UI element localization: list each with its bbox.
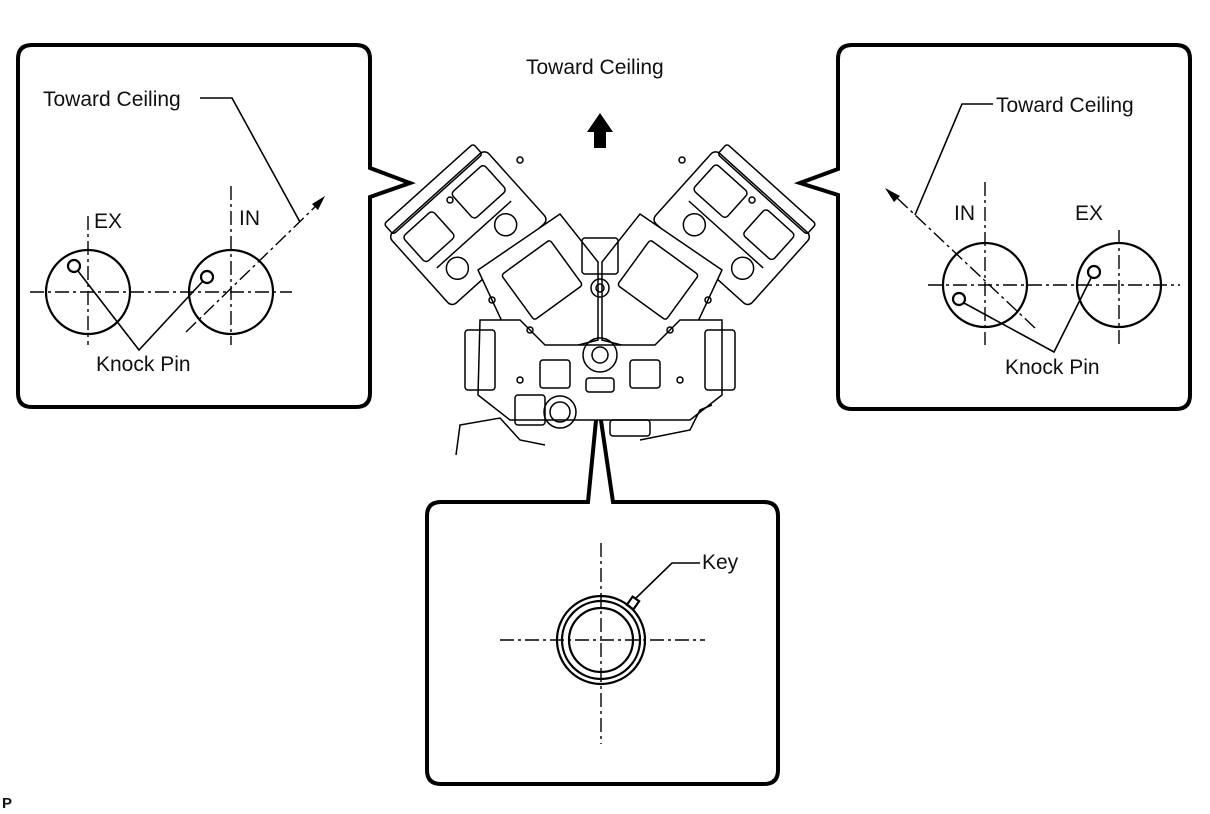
key-leader (635, 562, 700, 599)
right-knock-pin-label: Knock Pin (1005, 356, 1100, 379)
left-in-camshaft-circle (187, 248, 275, 336)
right-knock-pin-leader (963, 277, 1092, 354)
right-callout: Toward Ceiling IN EX Knock Pin (793, 43, 1192, 411)
left-in-label: IN (239, 207, 260, 230)
right-ex-label: EX (1075, 202, 1103, 225)
left-toward-ceiling-leader (200, 97, 301, 223)
corner-mark-label: P (2, 795, 12, 812)
left-toward-ceiling-arrowhead (312, 196, 325, 210)
right-toward-ceiling-label: Toward Ceiling (996, 94, 1134, 117)
right-in-camshaft-circle (941, 241, 1029, 329)
left-callout: Toward Ceiling EX IN Knock Pin (16, 43, 416, 409)
crank-pulley-outer-circle (555, 594, 647, 686)
right-toward-ceiling-arrowhead (885, 188, 900, 202)
left-toward-ceiling-label: Toward Ceiling (43, 88, 181, 111)
crank-key-icon (625, 595, 641, 611)
up-arrow-icon (587, 113, 613, 148)
left-ex-camshaft-circle (44, 248, 132, 336)
right-ex-knock-pin (1086, 264, 1102, 280)
bottom-callout: Key (425, 399, 780, 786)
left-callout-frame (16, 43, 416, 409)
right-toward-ceiling-leader (914, 103, 993, 216)
right-toward-ceiling-axis (894, 195, 1036, 329)
left-knock-pin-leader (77, 270, 204, 352)
left-toward-ceiling-axis (185, 203, 319, 333)
key-label: Key (702, 551, 739, 574)
left-in-knock-pin (199, 269, 215, 285)
right-in-label: IN (954, 202, 975, 225)
right-in-knock-pin (951, 291, 967, 307)
crank-pulley-mid-circle (560, 599, 642, 681)
v-engine-illustration (384, 144, 816, 456)
left-ex-label: EX (94, 210, 122, 233)
right-ex-camshaft-circle (1075, 241, 1163, 329)
left-knock-pin-label: Knock Pin (96, 353, 191, 376)
crank-pulley-inner-circle (567, 606, 635, 674)
top-toward-ceiling-label: Toward Ceiling (526, 56, 664, 79)
left-ex-knock-pin (66, 258, 82, 274)
bottom-callout-frame (425, 399, 780, 786)
